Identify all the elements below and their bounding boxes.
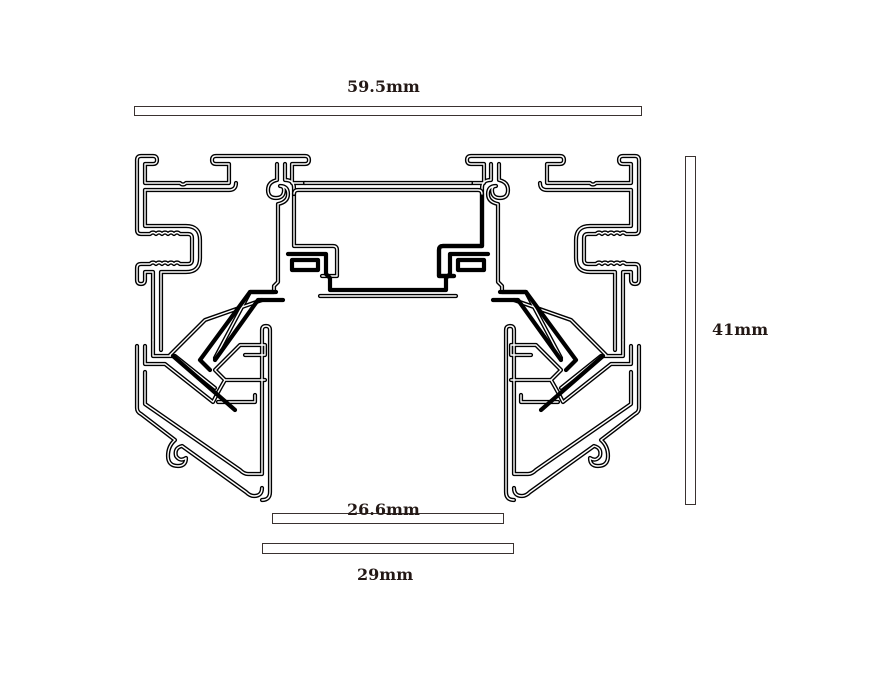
- dimension-label-inner-opening: 26.6mm: [347, 500, 420, 519]
- dimension-bar-height: [685, 156, 696, 505]
- dimension-bar-outer-opening: [262, 543, 514, 554]
- dimension-bar-width: [134, 106, 642, 116]
- dimension-label-outer-opening: 29mm: [357, 565, 414, 584]
- profile-left-arm: [170, 289, 286, 413]
- dimension-label-width: 59.5mm: [347, 77, 420, 96]
- profile-center: [285, 180, 491, 299]
- dimension-bar-inner-opening: [272, 513, 504, 524]
- dimension-label-height: 41mm: [712, 320, 769, 339]
- profile-right-arm: [490, 289, 606, 413]
